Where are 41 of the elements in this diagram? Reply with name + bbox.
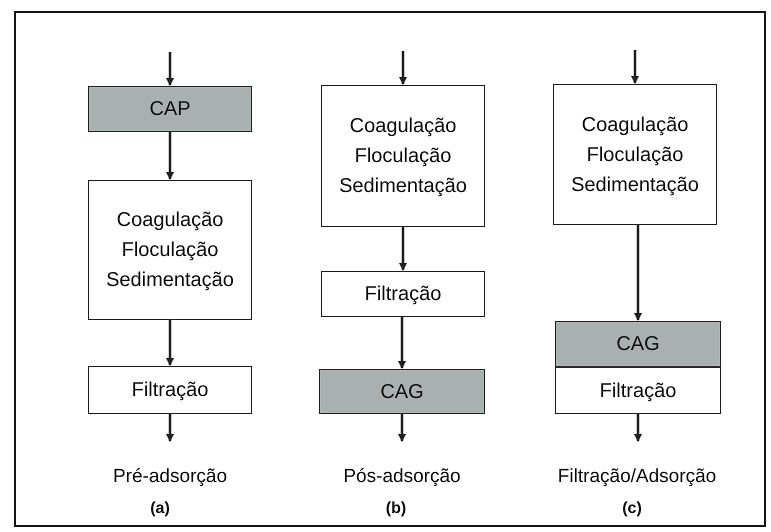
scheme-caption: Pré-adsorção: [112, 466, 228, 488]
panel-letter: (c): [622, 500, 642, 518]
arrow: [166, 414, 174, 442]
process-box: [555, 367, 721, 414]
arrow: [166, 52, 174, 86]
step-label: Floculação: [122, 238, 218, 263]
process-box: [88, 180, 252, 320]
step-label: Filtração: [132, 378, 208, 403]
step-label: Floculação: [586, 142, 684, 168]
process-box: [553, 84, 717, 225]
step-label: Floculação: [354, 144, 452, 169]
step-label: Coagulação: [116, 208, 224, 233]
step-label: Sedimentação: [571, 172, 699, 198]
arrow: [398, 414, 406, 442]
scheme-caption: Filtração/Adsorção: [558, 466, 716, 488]
arrow: [399, 227, 407, 271]
arrow: [399, 51, 407, 85]
step-label: Filtração: [600, 378, 676, 404]
process-box: [555, 321, 721, 367]
process-box: [319, 369, 485, 414]
arrow: [398, 317, 406, 369]
process-box: [88, 86, 252, 132]
step-label: CAG: [380, 380, 424, 404]
arrow: [634, 225, 642, 321]
step-label: Sedimentação: [339, 174, 467, 199]
step-label: Filtração: [364, 282, 442, 307]
process-box: [321, 85, 485, 227]
arrow: [166, 320, 174, 366]
process-box: [321, 271, 485, 317]
step-label: Sedimentação: [106, 268, 234, 293]
step-label: Coagulação: [582, 112, 688, 138]
arrow: [631, 50, 639, 84]
step-label: CAP: [149, 97, 191, 122]
step-label: CAG: [616, 332, 660, 357]
scheme-caption: Pós-adsorção: [343, 466, 461, 488]
panel-letter: (b): [386, 500, 406, 518]
step-label: Coagulação: [350, 114, 456, 139]
arrow: [166, 132, 174, 180]
arrow: [634, 414, 642, 442]
process-box: [88, 366, 252, 414]
panel-letter: (a): [150, 500, 170, 518]
